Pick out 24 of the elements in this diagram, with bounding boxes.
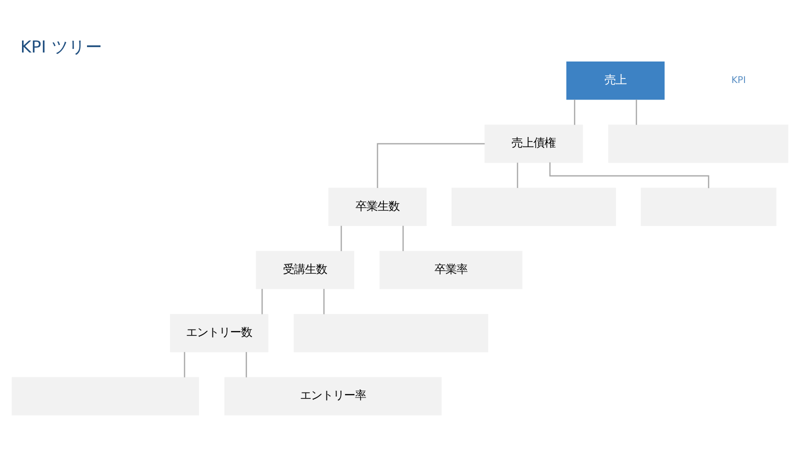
node-box: エントリー数	[170, 314, 268, 352]
node-box: エントリー率	[224, 377, 442, 416]
node-box: 卒業率	[380, 250, 522, 290]
connector	[402, 226, 404, 252]
connector	[262, 288, 263, 314]
node-box	[640, 188, 776, 226]
connector	[246, 352, 247, 378]
label: KPI	[731, 74, 746, 86]
connector	[574, 100, 576, 125]
diagram-title: KPI ツリー	[20, 38, 102, 57]
node-box: 売上債権	[484, 124, 583, 163]
connector	[340, 226, 342, 252]
node-box	[451, 188, 616, 226]
node-box: 売上	[566, 62, 665, 100]
connector	[184, 352, 186, 378]
node-box	[12, 377, 200, 416]
node-box	[294, 314, 488, 352]
node-box: 受講生数	[256, 250, 354, 290]
connector	[636, 100, 638, 125]
connector	[516, 162, 518, 188]
connector	[323, 288, 325, 314]
node-box: 卒業生数	[328, 188, 427, 226]
node-box	[608, 124, 788, 163]
connector	[376, 143, 485, 188]
